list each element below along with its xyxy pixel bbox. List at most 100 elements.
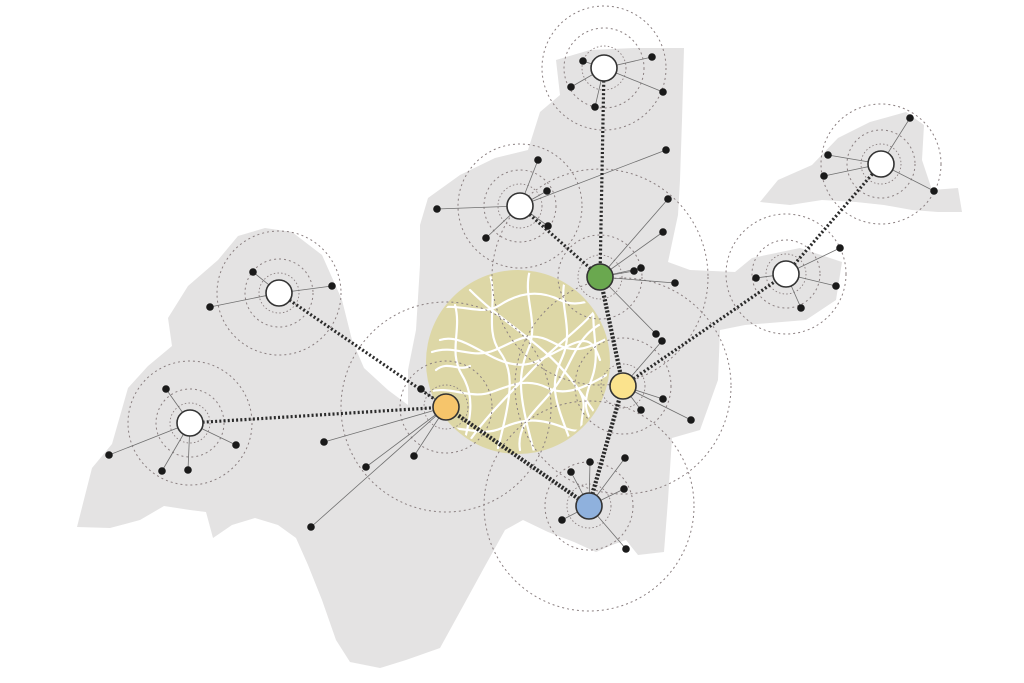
hub-east-minor-dot-4 — [752, 274, 760, 282]
hub-green-ring-2 — [557, 234, 643, 320]
hub-blue-ring-1 — [566, 483, 612, 529]
hub-orange-spoke-2 — [365, 406, 447, 468]
hub-orange-minor-dot-5 — [417, 385, 425, 393]
hub-far-west-ring-1 — [169, 402, 211, 444]
land-east-island — [760, 112, 962, 212]
hub-east-minor-dot-3 — [797, 304, 805, 312]
hub-green-minor-dot-2 — [630, 267, 638, 275]
hub-blue-minor-dot-6 — [558, 516, 566, 524]
link-east-to-far-east — [784, 162, 883, 276]
hub-north-west-minor-dot-1 — [534, 156, 542, 164]
hub-far-east-minor-dot-4 — [930, 187, 938, 195]
hub-east-minor-dot-1 — [836, 244, 844, 252]
hub-far-west-ring-2 — [155, 388, 225, 458]
hub-orange-minor-dot-3 — [410, 452, 418, 460]
hub-north-minor-dot-2 — [659, 88, 667, 96]
hub-yellow-minor-dot-3 — [659, 395, 667, 403]
hub-north-west-ring-2 — [483, 169, 557, 243]
hub-yellow-node — [609, 372, 637, 400]
hub-far-east-node — [867, 150, 895, 178]
hub-far-west-ring-3 — [127, 360, 253, 486]
hub-far-east-ring-2 — [846, 129, 916, 199]
hub-blue-minor-dot-4 — [620, 485, 628, 493]
hub-far-east-ring-3 — [820, 103, 942, 225]
hub-far-west-minor-dot-3 — [232, 441, 240, 449]
hub-orange-minor-dot-1 — [320, 438, 328, 446]
hub-east-ring-2 — [751, 239, 821, 309]
hub-orange-ring-3 — [340, 301, 552, 513]
hub-north-west-ring-3 — [457, 143, 583, 269]
hub-blue-minor-dot-3 — [621, 454, 629, 462]
link-north-to-green — [598, 67, 606, 278]
hub-west-node — [265, 279, 293, 307]
hub-yellow-minor-dot-1 — [658, 337, 666, 345]
hub-green-minor-dot-5 — [671, 279, 679, 287]
link-far-west-to-orange — [189, 405, 447, 425]
hub-green-minor-dot-4 — [659, 228, 667, 236]
hub-far-west-minor-dot-4 — [158, 467, 166, 475]
hub-orange-ring-1 — [423, 384, 469, 430]
hub-north-minor-dot-1 — [648, 53, 656, 61]
hub-far-west-minor-dot-5 — [184, 466, 192, 474]
core-area — [426, 270, 610, 454]
hub-north-ring-2 — [563, 27, 645, 109]
hub-far-west-node — [176, 409, 204, 437]
hub-yellow-ring-2 — [574, 337, 672, 435]
link-green-to-yellow — [597, 276, 626, 387]
hub-yellow-ring-3 — [514, 277, 732, 495]
hub-west-ring-2 — [244, 258, 314, 328]
hub-orange-ring-2 — [399, 360, 493, 454]
hub-blue-minor-dot-5 — [622, 545, 630, 553]
core-area-disc — [426, 270, 610, 454]
hub-green-minor-dot-3 — [664, 195, 672, 203]
hub-far-east-minor-dot-2 — [824, 151, 832, 159]
hub-north-minor-dot-5 — [579, 57, 587, 65]
hub-yellow-ring-1 — [600, 363, 646, 409]
hub-far-west-minor-dot-1 — [162, 385, 170, 393]
hub-blue-minor-dot-1 — [567, 468, 575, 476]
hub-yellow-minor-dot-2 — [637, 406, 645, 414]
link-yellow-to-blue — [586, 385, 626, 507]
hub-north-minor-dot-4 — [567, 83, 575, 91]
hub-orange-spoke-4 — [310, 406, 447, 528]
hub-north-west-minor-dot-5 — [433, 205, 441, 213]
hub-far-west-minor-dot-2 — [105, 451, 113, 459]
hub-orange-minor-dot-4 — [307, 523, 315, 531]
hub-north-west-node — [506, 192, 534, 220]
hub-green-node — [586, 263, 614, 291]
hub-north-west-minor-dot-3 — [544, 222, 552, 230]
hub-east-ring-1 — [765, 253, 807, 295]
hub-blue-minor-dot-2 — [586, 458, 594, 466]
hub-blue-ring-3 — [483, 400, 695, 612]
hub-yellow-minor-dot-4 — [687, 416, 695, 424]
link-orange-to-blue — [444, 405, 591, 508]
hub-north-west-ring-1 — [497, 183, 543, 229]
hub-green-spoke-3 — [599, 198, 669, 278]
hub-green-minor-dot-1 — [637, 264, 645, 272]
hub-blue-node — [575, 492, 603, 520]
hub-north-west-minor-dot-4 — [482, 234, 490, 242]
hub-east-minor-dot-2 — [832, 282, 840, 290]
hub-north-west-minor-dot-2 — [543, 187, 551, 195]
hub-north-minor-dot-3 — [591, 103, 599, 111]
link-yellow-to-east — [622, 272, 787, 388]
hub-blue-ring-2 — [544, 461, 634, 551]
hub-green-ring-3 — [491, 168, 709, 386]
minor-dots — [105, 53, 938, 553]
hub-north-ring-3 — [541, 5, 667, 131]
hub-north-west-minor-dot-6 — [662, 146, 670, 154]
hub-far-west-spoke-2 — [108, 422, 191, 456]
hub-far-east-minor-dot-3 — [820, 172, 828, 180]
hub-orange-node — [432, 393, 460, 421]
hub-far-east-ring-1 — [860, 143, 902, 185]
hub-west-ring-3 — [216, 230, 342, 356]
hub-orange-spoke-1 — [323, 406, 447, 443]
hub-west-minor-dot-2 — [206, 303, 214, 311]
hub-orange-minor-dot-2 — [362, 463, 370, 471]
hub-west-minor-dot-3 — [328, 282, 336, 290]
hub-east-node — [772, 260, 800, 288]
link-north-west-to-green — [518, 204, 602, 279]
hub-east-ring-3 — [725, 213, 847, 335]
hub-west-ring-1 — [258, 272, 300, 314]
